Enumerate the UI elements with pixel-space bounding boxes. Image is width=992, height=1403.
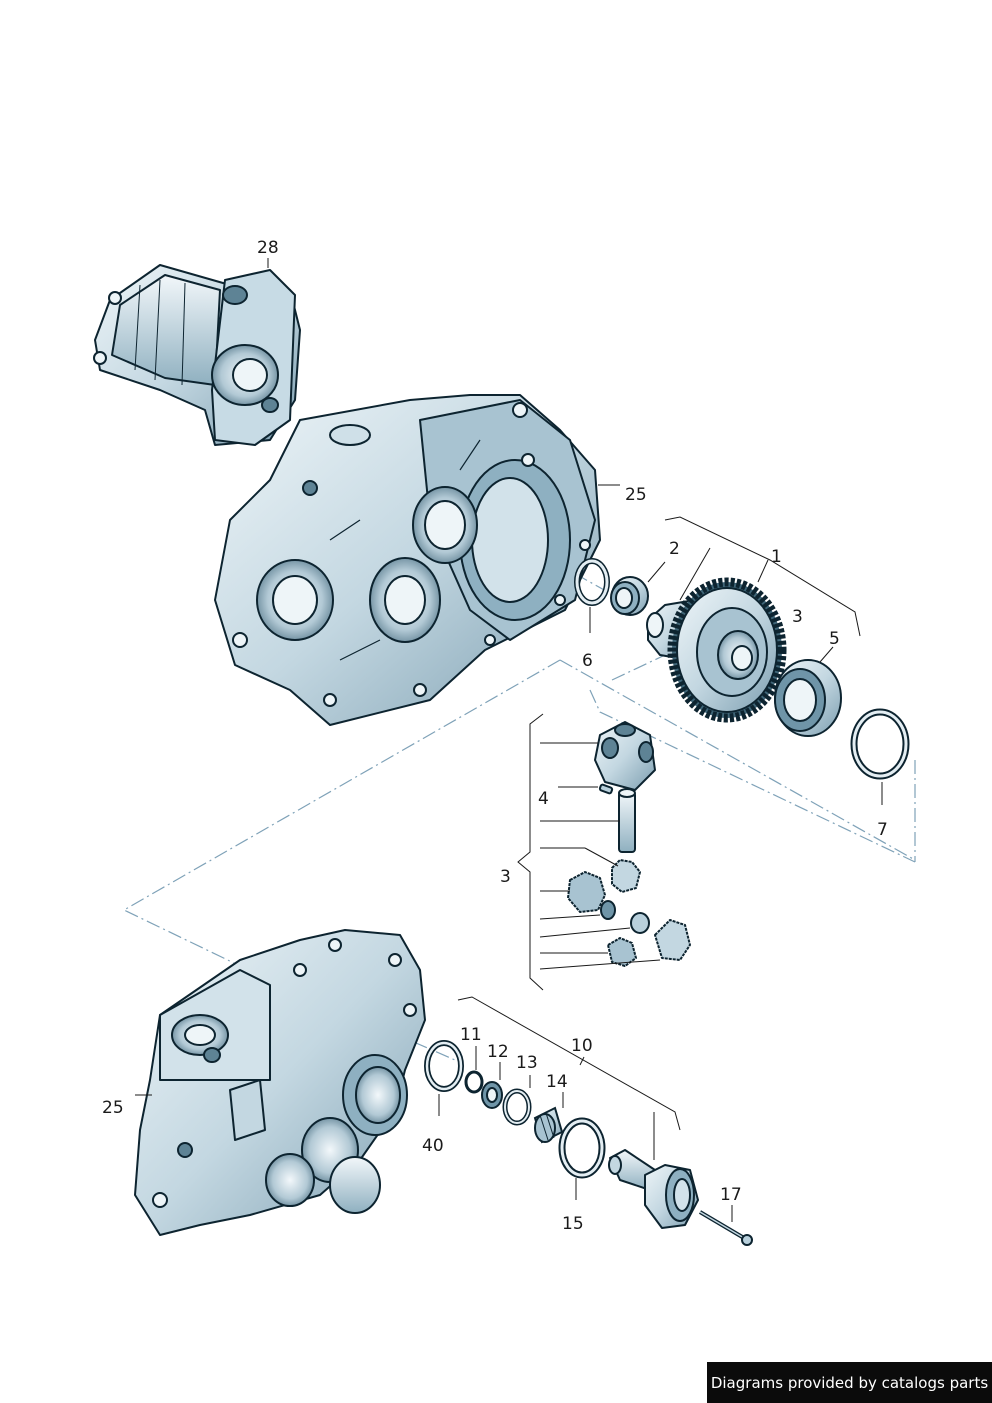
callout-25-top: 25 (625, 485, 647, 505)
part-11-ring (464, 1070, 484, 1094)
part-3-differential-internals (567, 721, 691, 967)
part-17-bolt (698, 1210, 753, 1246)
callout-2: 2 (669, 539, 680, 559)
callout-4: 4 (538, 789, 549, 809)
callout-leader-lines (135, 258, 883, 1222)
part-2-bearing (610, 576, 649, 616)
callout-3-differential: 3 (500, 867, 511, 887)
part-14-spring-sleeve (533, 1106, 564, 1144)
callout-13: 13 (516, 1053, 538, 1073)
part-6-circlip (574, 558, 610, 606)
part-12-ring (481, 1081, 503, 1109)
callout-17: 17 (720, 1185, 742, 1205)
callout-11: 11 (460, 1025, 482, 1045)
part-13-ring (502, 1088, 532, 1126)
catalog-credit-banner: Diagrams provided by catalogs parts (707, 1362, 992, 1403)
part-5-bearing (774, 659, 842, 737)
callout-40: 40 (422, 1136, 444, 1156)
callout-5: 5 (829, 629, 840, 649)
callout-12: 12 (487, 1042, 509, 1062)
callout-14: 14 (546, 1072, 568, 1092)
part-25-gearbox-housing-bottom (134, 929, 426, 1236)
parts-40-seal (424, 1040, 464, 1092)
callout-15: 15 (562, 1214, 584, 1234)
callout-6: 6 (582, 651, 593, 671)
callout-7: 7 (877, 820, 888, 840)
part-15-seal (558, 1117, 606, 1179)
part-1-differential-ring-gear (646, 577, 787, 723)
callout-10: 10 (571, 1036, 593, 1056)
part-25-transmission-housing-top (214, 394, 601, 726)
part-28-actuator-housing (93, 264, 301, 446)
callout-28: 28 (257, 238, 279, 258)
callout-3-gear: 3 (792, 607, 803, 627)
callout-1: 1 (771, 547, 782, 567)
callout-25-bottom: 25 (102, 1098, 124, 1118)
part-10-flange-shaft (608, 1149, 699, 1229)
part-7-snap-ring (850, 708, 910, 780)
